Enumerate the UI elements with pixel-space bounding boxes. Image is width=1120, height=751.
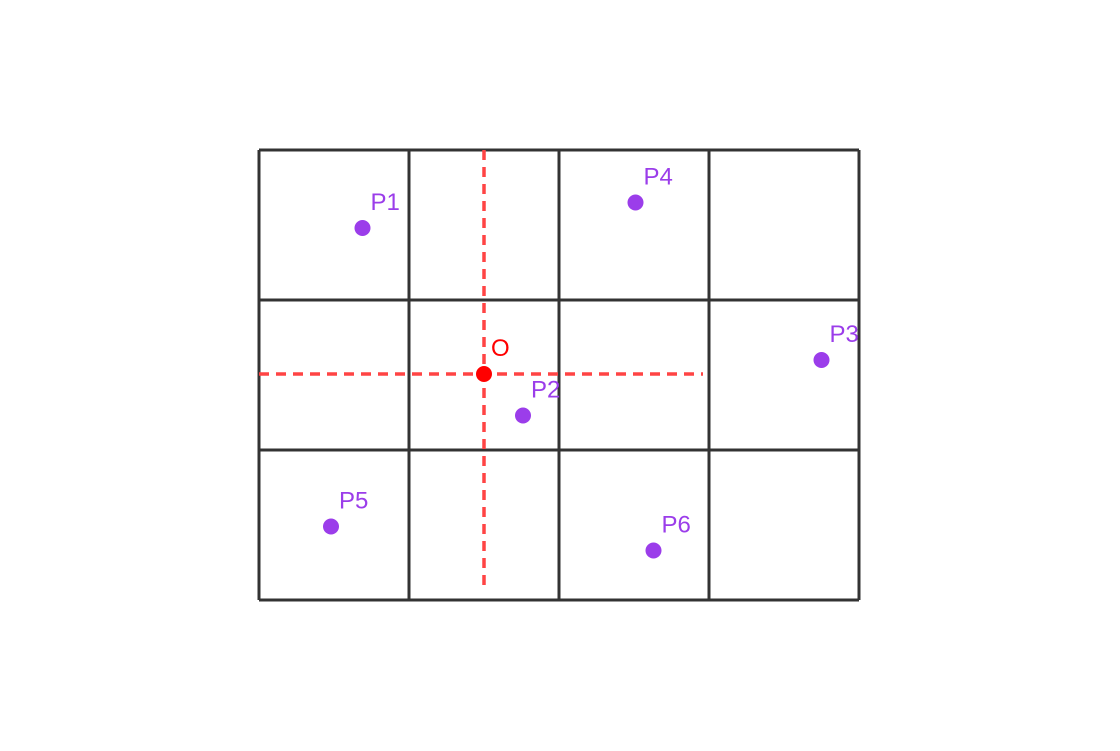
point-marker: [627, 194, 644, 211]
point-label: P3: [830, 321, 859, 348]
point-marker: [645, 542, 662, 559]
point-p3: P3: [813, 321, 859, 368]
point-p6: P6: [645, 512, 691, 559]
origin-point: [476, 366, 492, 382]
point-p5: P5: [323, 488, 368, 535]
origin-label: O: [491, 335, 510, 362]
grid: [257, 148, 861, 602]
point-label: P6: [662, 512, 691, 539]
point-p1: P1: [354, 189, 400, 236]
point-label: P2: [531, 377, 560, 404]
point-label: P4: [644, 164, 673, 191]
point-p4: P4: [627, 164, 673, 211]
point-marker: [323, 518, 339, 535]
point-marker: [515, 407, 531, 424]
point-label: P5: [339, 488, 368, 515]
point-p2: P2: [515, 377, 560, 424]
point-marker: [354, 220, 371, 236]
point-label: P1: [371, 189, 400, 216]
origin-marker: O: [476, 335, 510, 382]
point-marker: [813, 352, 830, 368]
